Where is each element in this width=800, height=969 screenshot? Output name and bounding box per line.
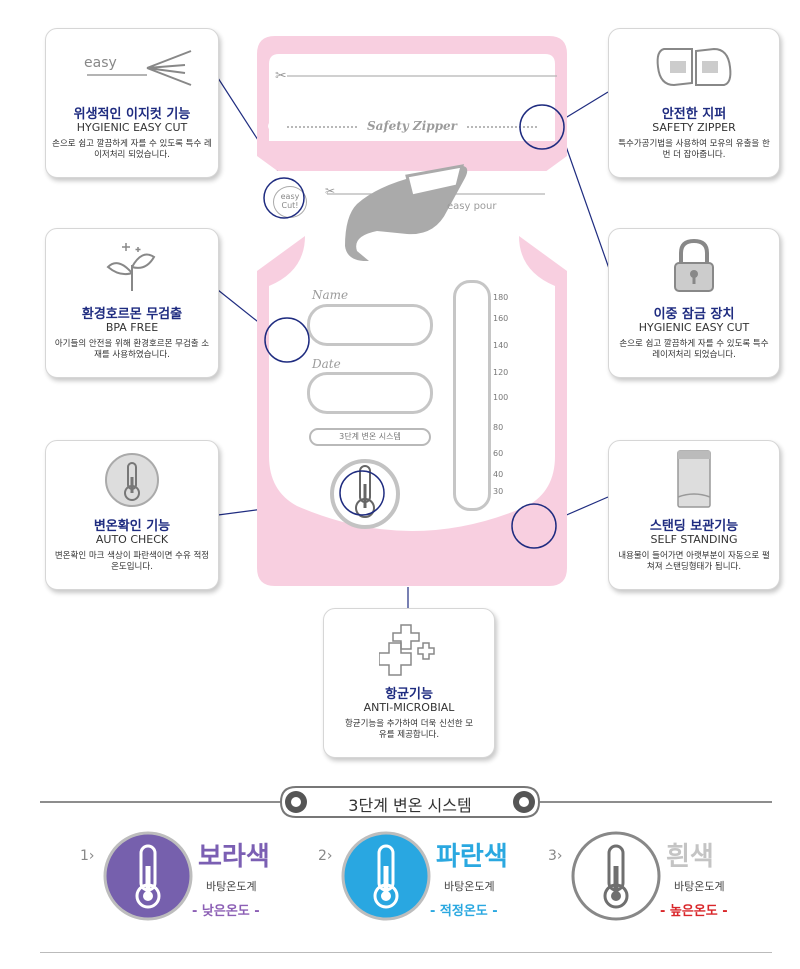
scale-140: 140 — [493, 341, 509, 350]
stage-temperature: - 높은온도 - — [660, 904, 728, 919]
auto-check-desc: 변온확인 마크 색상이 파란색이면 수유 적정 온도입니다. — [54, 551, 210, 572]
scale-180: 180 — [493, 293, 509, 302]
lock-icon — [669, 237, 719, 295]
thermometer-icon — [103, 451, 161, 509]
name-label: Name — [312, 288, 349, 302]
scale-40: 40 — [493, 470, 504, 479]
thermometer-circle-icon — [571, 831, 661, 921]
easy-cut-icon — [67, 43, 197, 93]
scale-100: 100 — [493, 393, 509, 402]
scale-60: 60 — [493, 449, 504, 458]
scissor-icon-side: ✂ — [325, 184, 336, 198]
safety-zipper-subtitle: SAFETY ZIPPER — [652, 121, 736, 134]
easy-icon-text: easy — [84, 55, 117, 71]
safety-zipper-title: 안전한 지퍼 — [661, 107, 727, 122]
bpa-free-title: 환경호르몬 무검출 — [81, 307, 183, 322]
cross-icon — [378, 619, 439, 677]
easy-cut-desc: 손으로 쉽고 깔끔하게 자를 수 있도록 특수 레이저처리 되었습니다. — [52, 139, 212, 160]
stage-color-name: 파란색 — [436, 842, 508, 872]
zipper-chain-right — [467, 126, 537, 128]
self-standing-subtitle: SELF STANDING — [650, 533, 738, 546]
zipper-label: Safety Zipper — [367, 119, 457, 133]
double-lock-desc: 손으로 쉽고 깔끔하게 자를 수 있도록 특수 레이저처리 되었습니다. — [619, 339, 769, 360]
anti-microbial-subtitle: ANTI-MICROBIAL — [363, 701, 455, 714]
name-field-box — [307, 304, 433, 346]
date-field-box — [307, 372, 433, 414]
standing-pouch-icon — [674, 449, 714, 509]
card-double-lock: 이중 잠금 장치 HYGIENIC EASY CUT 손으로 쉽고 깔끔하게 자… — [608, 228, 780, 378]
date-label: Date — [312, 357, 341, 371]
stage-number: 3› — [548, 848, 563, 864]
stage-number: 2› — [318, 848, 333, 864]
section-title: 3단계 변온 시스템 — [348, 796, 472, 815]
easy-cut-subtitle: HYGIENIC EASY CUT — [76, 121, 188, 134]
stage-color-name: 보라색 — [198, 842, 270, 872]
anti-microbial-title: 항균기능 — [385, 687, 433, 702]
scale-160: 160 — [493, 314, 509, 323]
safety-zipper-desc: 특수가공기법을 사용하여 모유의 유출을 한번 더 잡아줍니다. — [618, 139, 770, 160]
self-standing-desc: 내용물이 들어가면 아랫부분이 자동으로 펼쳐져 스탠딩형태가 됩니다. — [618, 551, 770, 572]
zipper-icon — [654, 39, 734, 95]
section-header-pill: 3단계 변온 시스템 — [280, 786, 540, 818]
scale-30: 30 — [493, 487, 504, 496]
section-rule-left — [40, 801, 280, 803]
card-self-standing: 스탠딩 보관기능 SELF STANDING 내용물이 들어가면 아랫부분이 자… — [608, 440, 780, 590]
thermometer-circle-icon — [103, 831, 193, 921]
double-lock-subtitle: HYGIENIC EASY CUT — [638, 321, 750, 334]
header-pill-shape — [280, 786, 540, 818]
card-easy-cut: easy 위생적인 이지컷 기능 HYGIENIC EASY CUT 손으로 쉽… — [45, 28, 219, 178]
anti-microbial-desc: 항균기능을 추가하여 더욱 신선한 모유를 제공합니다. — [344, 719, 474, 740]
easy-cut-title: 위생적인 이지컷 기능 — [73, 107, 191, 122]
card-safety-zipper: 안전한 지퍼 SAFETY ZIPPER 특수가공기법을 사용하여 모유의 유출… — [608, 28, 780, 178]
stage-subtitle: 바탕온도계 — [674, 880, 725, 893]
card-bpa-free: 환경호르몬 무검출 BPA FREE 아기들의 안전을 위해 환경호르몬 무검출… — [45, 228, 219, 378]
auto-check-subtitle: AUTO CHECK — [95, 533, 169, 546]
scale-80: 80 — [493, 423, 504, 432]
stage-subtitle: 바탕온도계 — [444, 880, 495, 893]
zipper-chain-left — [287, 126, 357, 128]
stage-number: 1› — [80, 848, 95, 864]
stage-subtitle: 바탕온도계 — [206, 880, 257, 893]
auto-check-title: 변온확인 기능 — [93, 519, 171, 534]
bpa-free-desc: 아기들의 안전을 위해 환경호르몬 무검출 소재를 사용하였습니다. — [54, 339, 210, 360]
self-standing-title: 스탠딩 보관기능 — [649, 519, 739, 534]
card-anti-microbial: 항균기능 ANTI-MICROBIAL 항균기능을 추가하여 더욱 신선한 모유… — [323, 608, 495, 758]
card-auto-check: 변온확인 기능 AUTO CHECK 변온확인 마크 색상이 파란색이면 수유 … — [45, 440, 219, 590]
stage-temperature: - 적정온도 - — [430, 904, 498, 919]
scissor-icon-top: ✂ — [275, 68, 287, 84]
pouch-illustration: ✂ Safety Zipper ✂ easy pour easy Cut! Na… — [257, 36, 567, 586]
easy-pour-label: easy pour — [447, 201, 497, 212]
bpa-free-subtitle: BPA FREE — [105, 321, 159, 334]
stage-color-name: 흰색 — [666, 842, 714, 872]
scale-120: 120 — [493, 368, 509, 377]
thermometer-circle-icon — [341, 831, 431, 921]
section-rule-right — [540, 801, 772, 803]
thermometer-icon-pouch — [353, 464, 377, 524]
double-lock-title: 이중 잠금 장치 — [653, 307, 735, 322]
stage-temperature: - 낮은온도 - — [192, 904, 260, 919]
bottom-rule — [40, 952, 772, 953]
plant-icon — [102, 239, 162, 294]
temp-system-pill: 3단계 변온 시스템 — [309, 428, 431, 446]
volume-scale-tube — [453, 280, 491, 511]
